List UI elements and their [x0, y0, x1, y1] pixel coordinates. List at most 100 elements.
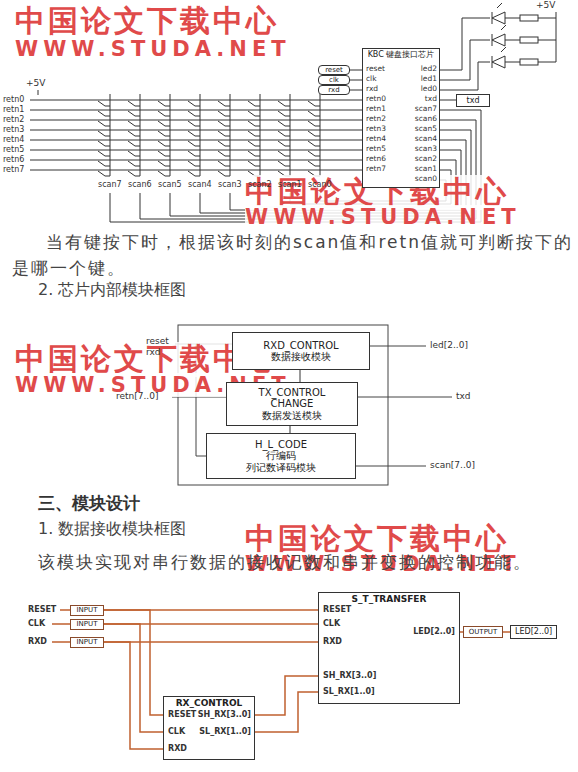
module-box: INPUT [70, 605, 104, 616]
wire [188, 111, 200, 116]
box-text: CHANGE [271, 398, 314, 410]
signal-label: retn2 [3, 115, 24, 124]
wire [218, 141, 230, 146]
wire [218, 161, 230, 166]
module-box: OUTPUT [463, 626, 503, 638]
wire [308, 111, 320, 116]
watermark: 中国论文下载中心 [15, 4, 279, 39]
wire [218, 121, 230, 126]
signal-label: retn3 [3, 125, 24, 134]
box-text: S_T_TRANSFER [352, 594, 427, 604]
connector [503, 631, 510, 633]
module-box: reset [318, 65, 350, 75]
box-text: 数据接收模块 [271, 351, 331, 363]
pin-label: rxd [366, 85, 378, 94]
signal-label: scan6 [128, 180, 152, 189]
pin-label: SL_RX[1..0] [199, 727, 251, 736]
wire [248, 161, 260, 166]
signal-label: scan7 [98, 180, 122, 189]
wire [188, 121, 200, 126]
connector [104, 642, 163, 749]
pin-label: RESET [168, 710, 196, 719]
signal-label: retn0 [3, 95, 24, 104]
box-text: INPUT [77, 638, 98, 646]
wire [188, 141, 200, 146]
pin-label: led2 [421, 65, 437, 74]
pin-label: led0 [421, 85, 437, 94]
module-box: LED[2..0] [510, 625, 557, 639]
module-box: rxd [318, 85, 350, 95]
wire [248, 111, 260, 116]
wire [188, 151, 200, 156]
connector [290, 426, 291, 433]
wire [278, 101, 290, 106]
wire [248, 121, 260, 126]
pin-label: RXD [168, 744, 187, 753]
box-text: LED[2..0] [515, 627, 552, 636]
box-text: INPUT [77, 620, 98, 628]
box-text: rxd [328, 86, 339, 94]
pin-label: retn7 [366, 165, 386, 174]
module-box: RXD_CONTROL数据接收模块 [232, 332, 370, 370]
wire [30, 170, 362, 171]
module-box: txd [456, 94, 490, 107]
section-heading: 1. 数据接收模块框图 [38, 520, 186, 538]
wire [188, 101, 200, 106]
wire [128, 121, 140, 126]
pin-label: scan6 [415, 115, 437, 124]
pin-label: SH_RX[3..0] [323, 671, 376, 680]
wire [30, 140, 362, 141]
wire [98, 131, 110, 136]
section-heading: 三、模块设计 [38, 494, 140, 514]
signal-label: retn5 [3, 145, 24, 154]
wire [248, 151, 260, 156]
signal-label: RXD [28, 637, 47, 646]
connector [104, 641, 318, 643]
pin-label: RESET [323, 605, 351, 614]
signal-label: scan5 [158, 180, 182, 189]
signal-label: +5V [26, 78, 45, 88]
signal-label: CLK [28, 619, 45, 628]
wire [188, 161, 200, 166]
wire [98, 101, 110, 106]
wire [128, 161, 140, 166]
wire [308, 101, 320, 106]
signal-label: +5V [536, 0, 555, 10]
pin-label: retn4 [366, 135, 386, 144]
watermark: WWW.STUDA.NET [15, 37, 291, 61]
wire [98, 151, 110, 156]
box-text: 行编码 [266, 450, 296, 462]
wire [278, 121, 290, 126]
wire [218, 171, 230, 176]
wire [278, 131, 290, 136]
wire [308, 151, 320, 156]
connector [350, 70, 362, 71]
wire [30, 100, 362, 101]
signal-label: txd [456, 391, 471, 401]
pin-label: scan3 [415, 145, 437, 154]
wire [98, 161, 110, 166]
wire [158, 101, 170, 106]
signal-label: scan3 [218, 180, 242, 189]
wire [188, 131, 200, 136]
wire [128, 101, 140, 106]
wire [98, 111, 110, 116]
wire [188, 171, 200, 176]
wire [30, 150, 362, 151]
connector [350, 90, 362, 91]
wire [30, 120, 362, 121]
signal-label: scan2 [248, 180, 272, 189]
wire [308, 161, 320, 166]
wire [278, 141, 290, 146]
pin-label: CLK [168, 727, 185, 736]
wire [98, 171, 110, 176]
connector [104, 610, 163, 715]
module-box: clk [318, 75, 350, 85]
wire [218, 101, 230, 106]
pin-label: RXD [323, 637, 342, 646]
signal-label: reset [146, 336, 169, 346]
wire [248, 131, 260, 136]
signal-label: scan[7..0] [430, 460, 475, 470]
signal-label: led[2..0] [430, 340, 468, 350]
